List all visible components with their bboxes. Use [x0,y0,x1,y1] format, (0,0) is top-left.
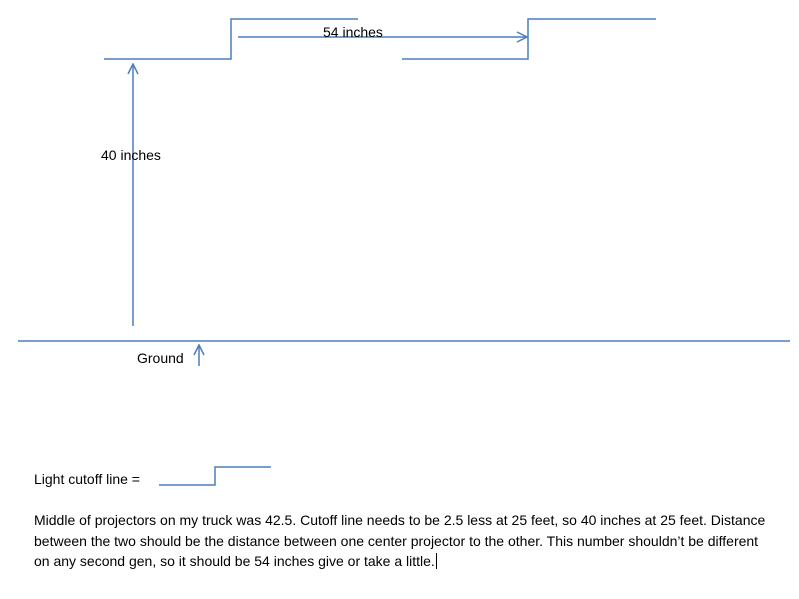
right-cutoff-step [402,18,656,60]
note-paragraph[interactable]: Middle of projectors on my truck was 42.… [34,510,774,572]
note-text: Middle of projectors on my truck was 42.… [34,512,766,569]
cutoff-legend-label: Light cutoff line = [34,471,140,487]
text-cursor-icon [435,553,437,569]
left-cutoff-step [104,18,358,60]
ground-label: Ground [137,350,184,366]
cutoff-legend-symbol [159,466,271,486]
height-label: 40 inches [101,147,161,163]
width-label: 54 inches [323,24,383,40]
